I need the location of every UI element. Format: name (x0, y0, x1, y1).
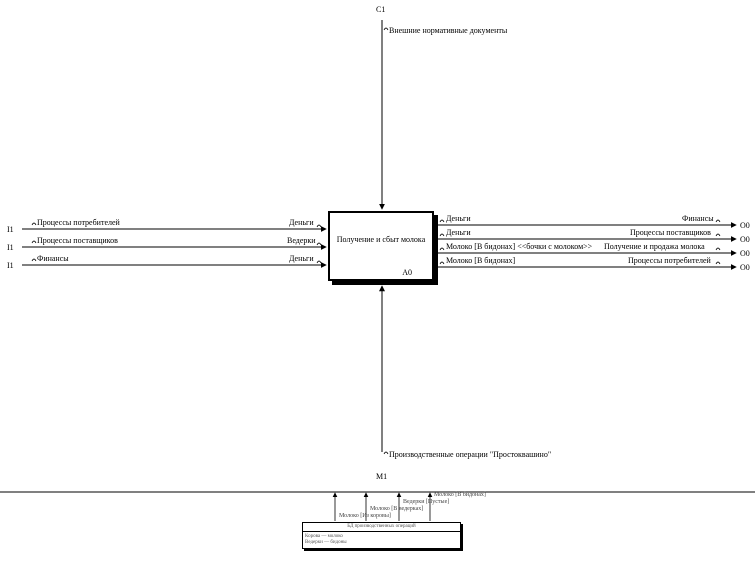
squiggle-icon (316, 224, 322, 228)
mechanism-label: Производственные операции "Простоквашино… (389, 450, 552, 459)
subpanel-arrow-label: Молоко [Из коровы] (339, 513, 391, 519)
input-outer-label: Процессы поставщиков (37, 236, 118, 245)
input-code: I1 (7, 261, 14, 270)
subpanel-row: Корова — молоко (305, 534, 343, 539)
squiggle-icon (715, 219, 721, 223)
squiggle-icon (715, 247, 721, 251)
output-inner-label: Деньги (446, 214, 471, 223)
input-outer-label: Финансы (37, 254, 69, 263)
squiggle-icon (383, 27, 389, 31)
input-inner-label: Ведерки (287, 236, 316, 245)
control-label: Внешние нормативные документы (389, 26, 508, 35)
squiggle-icon (439, 233, 445, 237)
subpanel-box[interactable]: БД производственных операций Корова — мо… (302, 522, 461, 549)
output-outer-label: Процессы потребителей (628, 256, 711, 265)
control-code: C1 (376, 5, 386, 14)
squiggle-icon (439, 219, 445, 223)
input-inner-label: Деньги (289, 254, 314, 263)
output-code: O0 (740, 249, 750, 258)
subpanel-arrow-label: Молоко [В бидонах] (434, 492, 486, 498)
squiggle-icon (316, 260, 322, 264)
input-code: I1 (7, 243, 14, 252)
output-outer-label: Получение и продажа молока (604, 242, 705, 251)
output-code: O0 (740, 263, 750, 272)
subpanel-row: Ведерки — бидоны (305, 540, 347, 545)
squiggle-icon (715, 233, 721, 237)
subpanel-arrow-label: Молоко [В ведерках] (370, 506, 424, 512)
squiggle-icon (316, 242, 322, 246)
output-code: O0 (740, 235, 750, 244)
output-outer-label: Процессы поставщиков (630, 228, 711, 237)
squiggle-icon (715, 261, 721, 265)
activity-title: Получение и сбыт молока (336, 235, 426, 244)
output-code: O0 (740, 221, 750, 230)
activity-number: A0 (402, 268, 412, 277)
input-inner-label: Деньги (289, 218, 314, 227)
input-code: I1 (7, 225, 14, 234)
output-inner-label: Молоко [В бидонах] (446, 256, 516, 265)
activity-box[interactable]: Получение и сбыт молока A0 (328, 211, 434, 281)
input-outer-label: Процессы потребителей (37, 218, 120, 227)
squiggle-icon (439, 247, 445, 251)
squiggle-icon (31, 258, 37, 262)
output-inner-label: Молоко [В бидонах] <<бочки с молоком>> (446, 242, 593, 251)
squiggle-icon (439, 261, 445, 265)
output-inner-label: Деньги (446, 228, 471, 237)
subpanel-title: БД производственных операций (303, 523, 460, 532)
squiggle-icon (31, 222, 37, 226)
subpanel-arrow-label: Ведерки [Пустые] (403, 499, 450, 505)
output-outer-label: Финансы (682, 214, 714, 223)
squiggle-icon (383, 451, 389, 455)
mechanism-code: M1 (376, 472, 388, 481)
squiggle-icon (31, 240, 37, 244)
